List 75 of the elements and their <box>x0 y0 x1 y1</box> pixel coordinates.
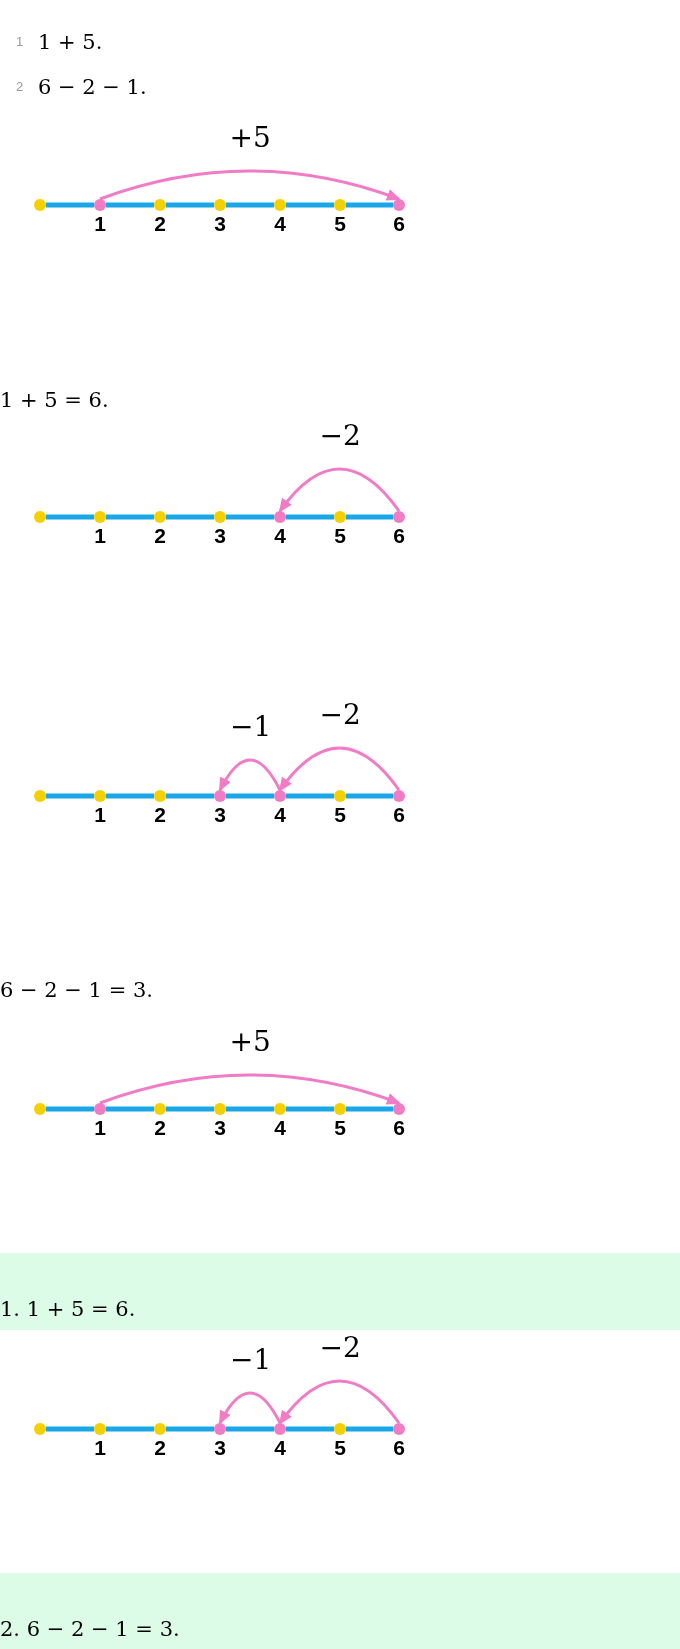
list-number: 2 <box>16 79 24 94</box>
number-line-segment <box>106 1106 154 1112</box>
math-expression: 1 + 5. <box>38 30 103 54</box>
number-line-segment <box>226 514 274 520</box>
tick-number: 3 <box>213 212 227 236</box>
number-line-segment <box>166 514 214 520</box>
number-line-segment <box>226 1426 274 1432</box>
tick-number: 4 <box>273 212 287 236</box>
tick-number: 6 <box>392 803 406 827</box>
tick-number: 1 <box>93 212 107 236</box>
tick-number: 4 <box>273 524 287 548</box>
jump-arrow <box>99 1073 401 1105</box>
tick-number: 5 <box>333 212 347 236</box>
tick-number: 1 <box>93 1436 107 1460</box>
number-line-segment <box>166 793 214 799</box>
tick-number: 2 <box>153 1116 167 1140</box>
tick-number: 3 <box>213 524 227 548</box>
number-line-segment <box>106 202 154 208</box>
tick-number: 6 <box>392 524 406 548</box>
number-line-segment <box>46 202 94 208</box>
jump-arrow <box>278 1379 401 1425</box>
number-line-segment <box>46 793 94 799</box>
tick-number: 5 <box>333 803 347 827</box>
math-expression: 6 − 2 − 1 = 3. <box>0 978 153 1002</box>
number-line-segment <box>166 1106 214 1112</box>
tick-number: 6 <box>392 212 406 236</box>
jump-arrow <box>278 746 401 792</box>
tick-number: 5 <box>333 524 347 548</box>
number-line-segment <box>226 1106 274 1112</box>
number-line-segment <box>346 793 393 799</box>
number-line-segment <box>106 1426 154 1432</box>
tick-number: 6 <box>392 1116 406 1140</box>
jump-arrow <box>218 758 282 792</box>
number-line-segment <box>346 1426 393 1432</box>
number-line-segment <box>286 514 334 520</box>
tick-number: 4 <box>273 1436 287 1460</box>
jump-arrow <box>278 467 401 513</box>
math-expression: 1 + 5 = 6. <box>0 388 109 412</box>
number-line-segment <box>46 514 94 520</box>
number-line-segment <box>286 1106 334 1112</box>
jump-arrow <box>218 1391 282 1425</box>
tick-number: 4 <box>273 803 287 827</box>
number-line-segment <box>166 1426 214 1432</box>
number-line-segment <box>106 793 154 799</box>
jump-arrow <box>99 169 401 201</box>
number-line-segment <box>346 202 393 208</box>
math-expression: 6 − 2 − 1. <box>38 75 147 99</box>
tick-number: 3 <box>213 803 227 827</box>
tick-number: 2 <box>153 524 167 548</box>
tick-number: 2 <box>153 212 167 236</box>
tick-number: 1 <box>93 803 107 827</box>
number-line-segment <box>286 202 334 208</box>
number-line-segment <box>46 1106 94 1112</box>
number-line-segment <box>346 514 393 520</box>
tick-number: 6 <box>392 1436 406 1460</box>
answer-text: 1. 1 + 5 = 6. <box>0 1297 136 1321</box>
tick-number: 4 <box>273 1116 287 1140</box>
answer-text: 2. 6 − 2 − 1 = 3. <box>0 1617 180 1641</box>
tick-number: 5 <box>333 1116 347 1140</box>
list-number: 1 <box>16 34 24 49</box>
tick-number: 5 <box>333 1436 347 1460</box>
number-line-segment <box>226 202 274 208</box>
number-line-segment <box>46 1426 94 1432</box>
number-line-segment <box>286 1426 334 1432</box>
tick-number: 1 <box>93 1116 107 1140</box>
number-line-segment <box>106 514 154 520</box>
tick-number: 3 <box>213 1436 227 1460</box>
tick-number: 2 <box>153 803 167 827</box>
number-line-segment <box>286 793 334 799</box>
number-line-segment <box>346 1106 393 1112</box>
tick-number: 3 <box>213 1116 227 1140</box>
number-line-segment <box>166 202 214 208</box>
tick-number: 1 <box>93 524 107 548</box>
tick-number: 2 <box>153 1436 167 1460</box>
number-line-segment <box>226 793 274 799</box>
